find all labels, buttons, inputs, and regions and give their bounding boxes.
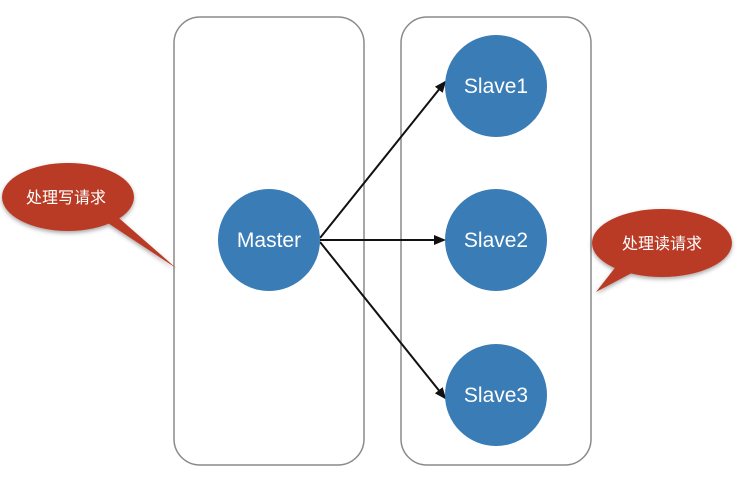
slave2-label: Slave2 xyxy=(464,229,528,252)
master-label: Master xyxy=(237,229,301,252)
slave3-node: Slave3 xyxy=(445,344,547,446)
read-request-label: 处理读请求 xyxy=(622,234,702,253)
slave2-node: Slave2 xyxy=(445,189,547,291)
slave3-label: Slave3 xyxy=(464,384,528,407)
write-request-label: 处理写请求 xyxy=(26,188,106,207)
write-request-callout xyxy=(2,163,176,268)
slave1-node: Slave1 xyxy=(445,35,547,137)
arrow-master-to-slave3 xyxy=(319,241,447,400)
master-node: Master xyxy=(218,189,320,291)
read-request-callout xyxy=(592,209,732,292)
slave1-label: Slave1 xyxy=(464,75,528,98)
arrow-master-to-slave1 xyxy=(319,80,447,239)
